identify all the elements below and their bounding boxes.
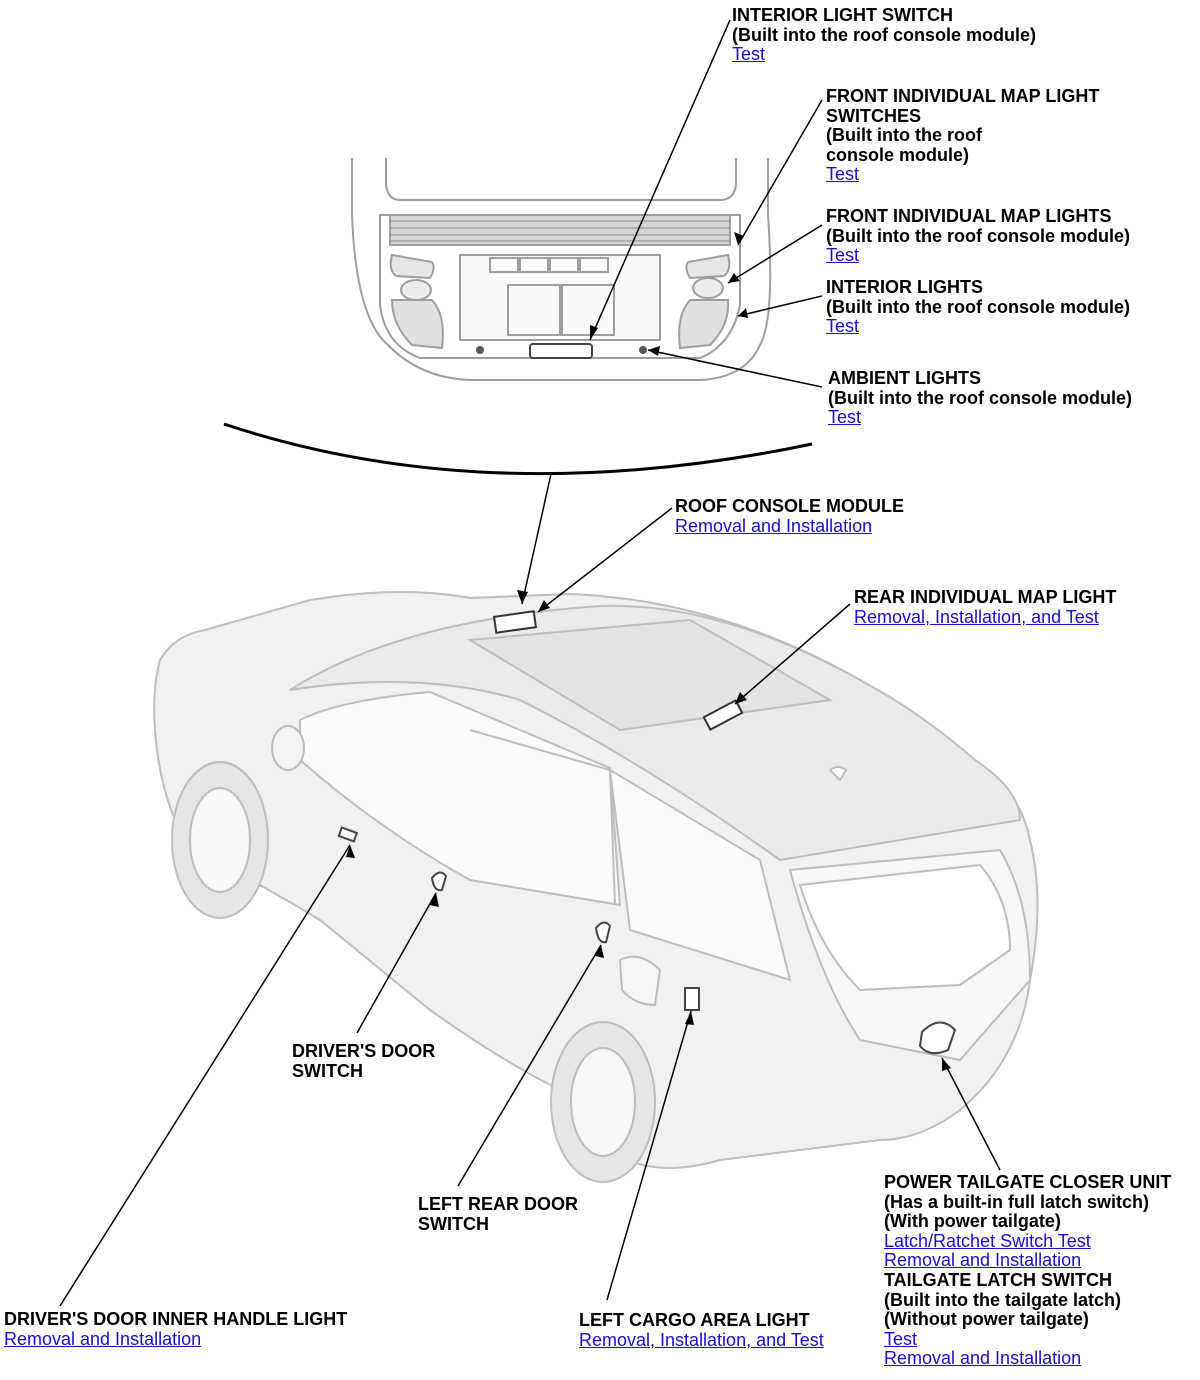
callout-interior-lights: INTERIOR LIGHTS (Built into the roof con… [826, 277, 1130, 337]
callout-title-cont: SWITCH [418, 1213, 489, 1234]
callout-note: (Built into the roof console module) [732, 24, 1036, 45]
callout-title: POWER TAILGATE CLOSER UNIT [884, 1172, 1172, 1192]
callout-title: LEFT CARGO AREA LIGHT [579, 1310, 810, 1330]
test-link[interactable]: Test [826, 245, 860, 266]
callout-roof-console-module: ROOF CONSOLE MODULE Removal and Installa… [675, 496, 904, 536]
callout-left-rear-door-switch: LEFT REAR DOOR SWITCH [418, 1194, 578, 1234]
callout-note: (With power tailgate) [884, 1211, 1061, 1232]
roof-console-detail [351, 158, 772, 381]
callout-note: (Built into the roof console module) [826, 296, 1130, 317]
callout-note: (Built into the roof [826, 125, 982, 146]
callout-tailgate: POWER TAILGATE CLOSER UNIT (Has a built-… [884, 1172, 1172, 1369]
callout-note: (Built into the roof console module) [826, 225, 1130, 246]
callout-note: (Without power tailgate) [884, 1309, 1089, 1330]
callout-drivers-door-switch: DRIVER'S DOOR SWITCH [292, 1041, 436, 1081]
callout-title: INTERIOR LIGHTS [826, 277, 983, 297]
callout-title: FRONT INDIVIDUAL MAP LIGHTS [826, 206, 1112, 226]
removal-installation-test-link[interactable]: Removal, Installation, and Test [854, 606, 1099, 627]
callout-ambient-lights: AMBIENT LIGHTS (Built into the roof cons… [828, 368, 1132, 428]
callout-title: LEFT REAR DOOR [418, 1194, 578, 1214]
callout-interior-light-switch: INTERIOR LIGHT SWITCH (Built into the ro… [732, 5, 1036, 65]
test-link[interactable]: Test [826, 164, 860, 185]
detail-arc [223, 422, 813, 476]
callout-title: TAILGATE LATCH SWITCH [884, 1269, 1112, 1290]
callout-title: INTERIOR LIGHT SWITCH [732, 5, 953, 25]
callout-title: AMBIENT LIGHTS [828, 368, 981, 388]
removal-installation-link[interactable]: Removal and Installation [4, 1328, 202, 1349]
callout-title: FRONT INDIVIDUAL MAP LIGHT [826, 86, 1100, 106]
removal-installation-link[interactable]: Removal and Installation [675, 515, 873, 536]
callout-title: REAR INDIVIDUAL MAP LIGHT [854, 587, 1117, 607]
callout-front-map-lights: FRONT INDIVIDUAL MAP LIGHTS (Built into … [826, 206, 1130, 266]
test-link[interactable]: Test [884, 1328, 918, 1349]
callout-inner-handle-light: DRIVER'S DOOR INNER HANDLE LIGHT Removal… [4, 1309, 348, 1349]
callout-note-cont: console module) [826, 144, 970, 165]
test-link[interactable]: Test [828, 407, 862, 428]
callout-title-cont: SWITCH [292, 1060, 363, 1081]
removal-installation-test-link[interactable]: Removal, Installation, and Test [579, 1329, 824, 1350]
removal-installation-link[interactable]: Removal and Installation [884, 1250, 1082, 1271]
arrow-heads [346, 232, 951, 1071]
leader-lines [59, 19, 1001, 1307]
vehicle-body [153, 590, 1039, 1183]
callout-title: DRIVER'S DOOR INNER HANDLE LIGHT [4, 1309, 348, 1329]
callout-title-cont: SWITCHES [826, 105, 922, 126]
latch-ratchet-test-link[interactable]: Latch/Ratchet Switch Test [884, 1230, 1091, 1251]
test-link[interactable]: Test [826, 316, 860, 337]
callout-title: ROOF CONSOLE MODULE [675, 496, 904, 516]
callout-note: (Built into the roof console module) [828, 387, 1132, 408]
removal-installation-link[interactable]: Removal and Installation [884, 1348, 1082, 1369]
test-link[interactable]: Test [732, 44, 766, 65]
callout-rear-map-light: REAR INDIVIDUAL MAP LIGHT Removal, Insta… [854, 587, 1117, 627]
callout-title: DRIVER'S DOOR [292, 1041, 436, 1061]
callout-note: (Built into the tailgate latch) [884, 1289, 1121, 1310]
callout-note: (Has a built-in full latch switch) [884, 1191, 1150, 1212]
callout-front-map-light-switches: FRONT INDIVIDUAL MAP LIGHT SWITCHES (Bui… [826, 86, 1100, 185]
callout-left-cargo-light: LEFT CARGO AREA LIGHT Removal, Installat… [579, 1310, 824, 1350]
